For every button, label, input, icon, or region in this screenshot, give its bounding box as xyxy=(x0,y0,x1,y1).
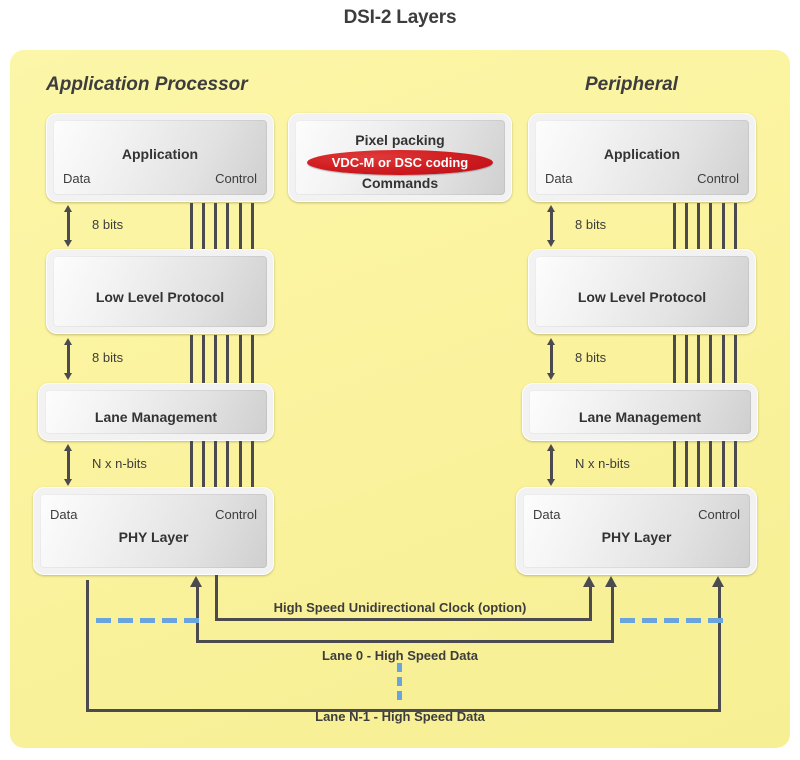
clock-link-horizontal xyxy=(215,618,592,621)
lane0-link-arrowhead-right xyxy=(605,576,617,587)
ap-lane-management-label: Lane Management xyxy=(94,409,218,425)
pe-phy-control-label: Control xyxy=(698,507,740,522)
pe-low-level-protocol-box[interactable]: Low Level Protocol xyxy=(528,249,756,334)
pe-lane-management-box-inner: Lane Management xyxy=(529,390,751,434)
pe-label-8-bits-lower: 8 bits xyxy=(575,350,607,365)
ap-application-control-label: Control xyxy=(215,171,257,186)
pe-arrow-llp-to-lane xyxy=(547,338,556,380)
pe-application-data-label: Data xyxy=(545,171,573,186)
lane0-link-label: Lane 0 - High Speed Data xyxy=(321,648,479,663)
pe-arrow-lane-to-phy xyxy=(547,444,556,486)
lane-n1-link-label: Lane N-1 - High Speed Data xyxy=(315,709,485,724)
ap-arrow-lane-to-phy xyxy=(64,444,73,486)
ap-control-bus-llp-lane xyxy=(190,335,254,383)
pe-control-bus-lane-phy xyxy=(673,441,737,487)
ap-lane-management-box[interactable]: Lane Management xyxy=(38,383,274,441)
pe-control-bus-app-llp xyxy=(673,203,737,249)
ap-phy-layer-label: PHY Layer xyxy=(118,529,189,545)
lane0-link-horizontal xyxy=(196,640,614,643)
lane-n1-link-horizontal xyxy=(86,709,721,712)
ap-low-level-protocol-box[interactable]: Low Level Protocol xyxy=(46,249,274,334)
lane-ellipsis-dashes-left xyxy=(96,618,201,623)
pe-lane-management-label: Lane Management xyxy=(578,409,702,425)
clock-link-label: High Speed Unidirectional Clock (option) xyxy=(273,600,527,615)
pe-application-box-inner: Application Data Control xyxy=(535,120,749,195)
ap-arrow-app-to-llp xyxy=(64,205,73,247)
pe-label-n-x-n-bits: N x n-bits xyxy=(575,456,630,471)
pe-low-level-protocol-box-inner: Low Level Protocol xyxy=(535,256,749,327)
ap-low-level-protocol-box-inner: Low Level Protocol xyxy=(53,256,267,327)
ap-application-box-inner: Application Data Control xyxy=(53,120,267,195)
section-heading-peripheral: Peripheral xyxy=(585,74,678,95)
ap-phy-layer-box-inner: Data Control PHY Layer xyxy=(40,494,267,568)
pe-application-label: Application xyxy=(603,146,681,162)
ap-application-box[interactable]: Application Data Control xyxy=(46,113,274,202)
page-title: DSI-2 Layers xyxy=(343,7,457,28)
lane-n1-link-dest-stub xyxy=(86,580,89,712)
ap-control-bus-app-llp xyxy=(190,203,254,249)
section-heading-application-processor: Application Processor xyxy=(46,74,248,95)
pe-application-box[interactable]: Application Data Control xyxy=(528,113,756,202)
lane-n1-link-arrowhead xyxy=(712,576,724,587)
ap-label-8-bits-lower: 8 bits xyxy=(92,350,124,365)
pe-low-level-protocol-label: Low Level Protocol xyxy=(577,289,707,305)
clock-link-arrowhead xyxy=(583,576,595,587)
ap-phy-data-label: Data xyxy=(50,507,78,522)
ap-arrow-llp-to-lane xyxy=(64,338,73,380)
lane0-link-dest-stub xyxy=(196,586,199,643)
ap-application-data-label: Data xyxy=(63,171,91,186)
pe-lane-management-box[interactable]: Lane Management xyxy=(522,383,758,441)
pixel-packing-block[interactable]: Pixel packing VDC-M or DSC coding Comman… xyxy=(288,113,512,202)
pixel-packing-block-inner: Pixel packing VDC-M or DSC coding Comman… xyxy=(295,120,505,195)
clock-link-dest-stub xyxy=(589,586,592,621)
ap-label-8-bits-upper: 8 bits xyxy=(92,217,124,232)
ap-label-n-x-n-bits: N x n-bits xyxy=(92,456,147,471)
ap-phy-control-label: Control xyxy=(215,507,257,522)
pe-phy-layer-label: PHY Layer xyxy=(601,529,672,545)
lane0-link-source-stub xyxy=(611,586,614,643)
pe-phy-layer-box[interactable]: Data Control PHY Layer xyxy=(516,487,757,575)
lane0-link-arrowhead-left xyxy=(190,576,202,587)
ap-phy-layer-box[interactable]: Data Control PHY Layer xyxy=(33,487,274,575)
ap-lane-management-box-inner: Lane Management xyxy=(45,390,267,434)
pe-label-8-bits-upper: 8 bits xyxy=(575,217,607,232)
pe-arrow-app-to-llp xyxy=(547,205,556,247)
commands-label: Commands xyxy=(361,175,439,191)
lane-ellipsis-dashes-right xyxy=(620,618,725,623)
lane-n1-link-source-stub xyxy=(718,586,721,712)
ap-application-label: Application xyxy=(121,146,199,162)
ap-control-bus-lane-phy xyxy=(190,441,254,487)
pe-control-bus-llp-lane xyxy=(673,335,737,383)
lane-ellipsis-dashes-vertical xyxy=(397,663,402,701)
clock-link-source-stub xyxy=(215,575,218,621)
pe-application-control-label: Control xyxy=(697,171,739,186)
pe-phy-layer-box-inner: Data Control PHY Layer xyxy=(523,494,750,568)
vdcm-dsc-coding-highlight[interactable]: VDC-M or DSC coding xyxy=(307,150,493,175)
ap-low-level-protocol-label: Low Level Protocol xyxy=(95,289,225,305)
vdcm-dsc-coding-label: VDC-M or DSC coding xyxy=(331,155,469,170)
pe-phy-data-label: Data xyxy=(533,507,561,522)
pixel-packing-label: Pixel packing xyxy=(355,132,445,148)
